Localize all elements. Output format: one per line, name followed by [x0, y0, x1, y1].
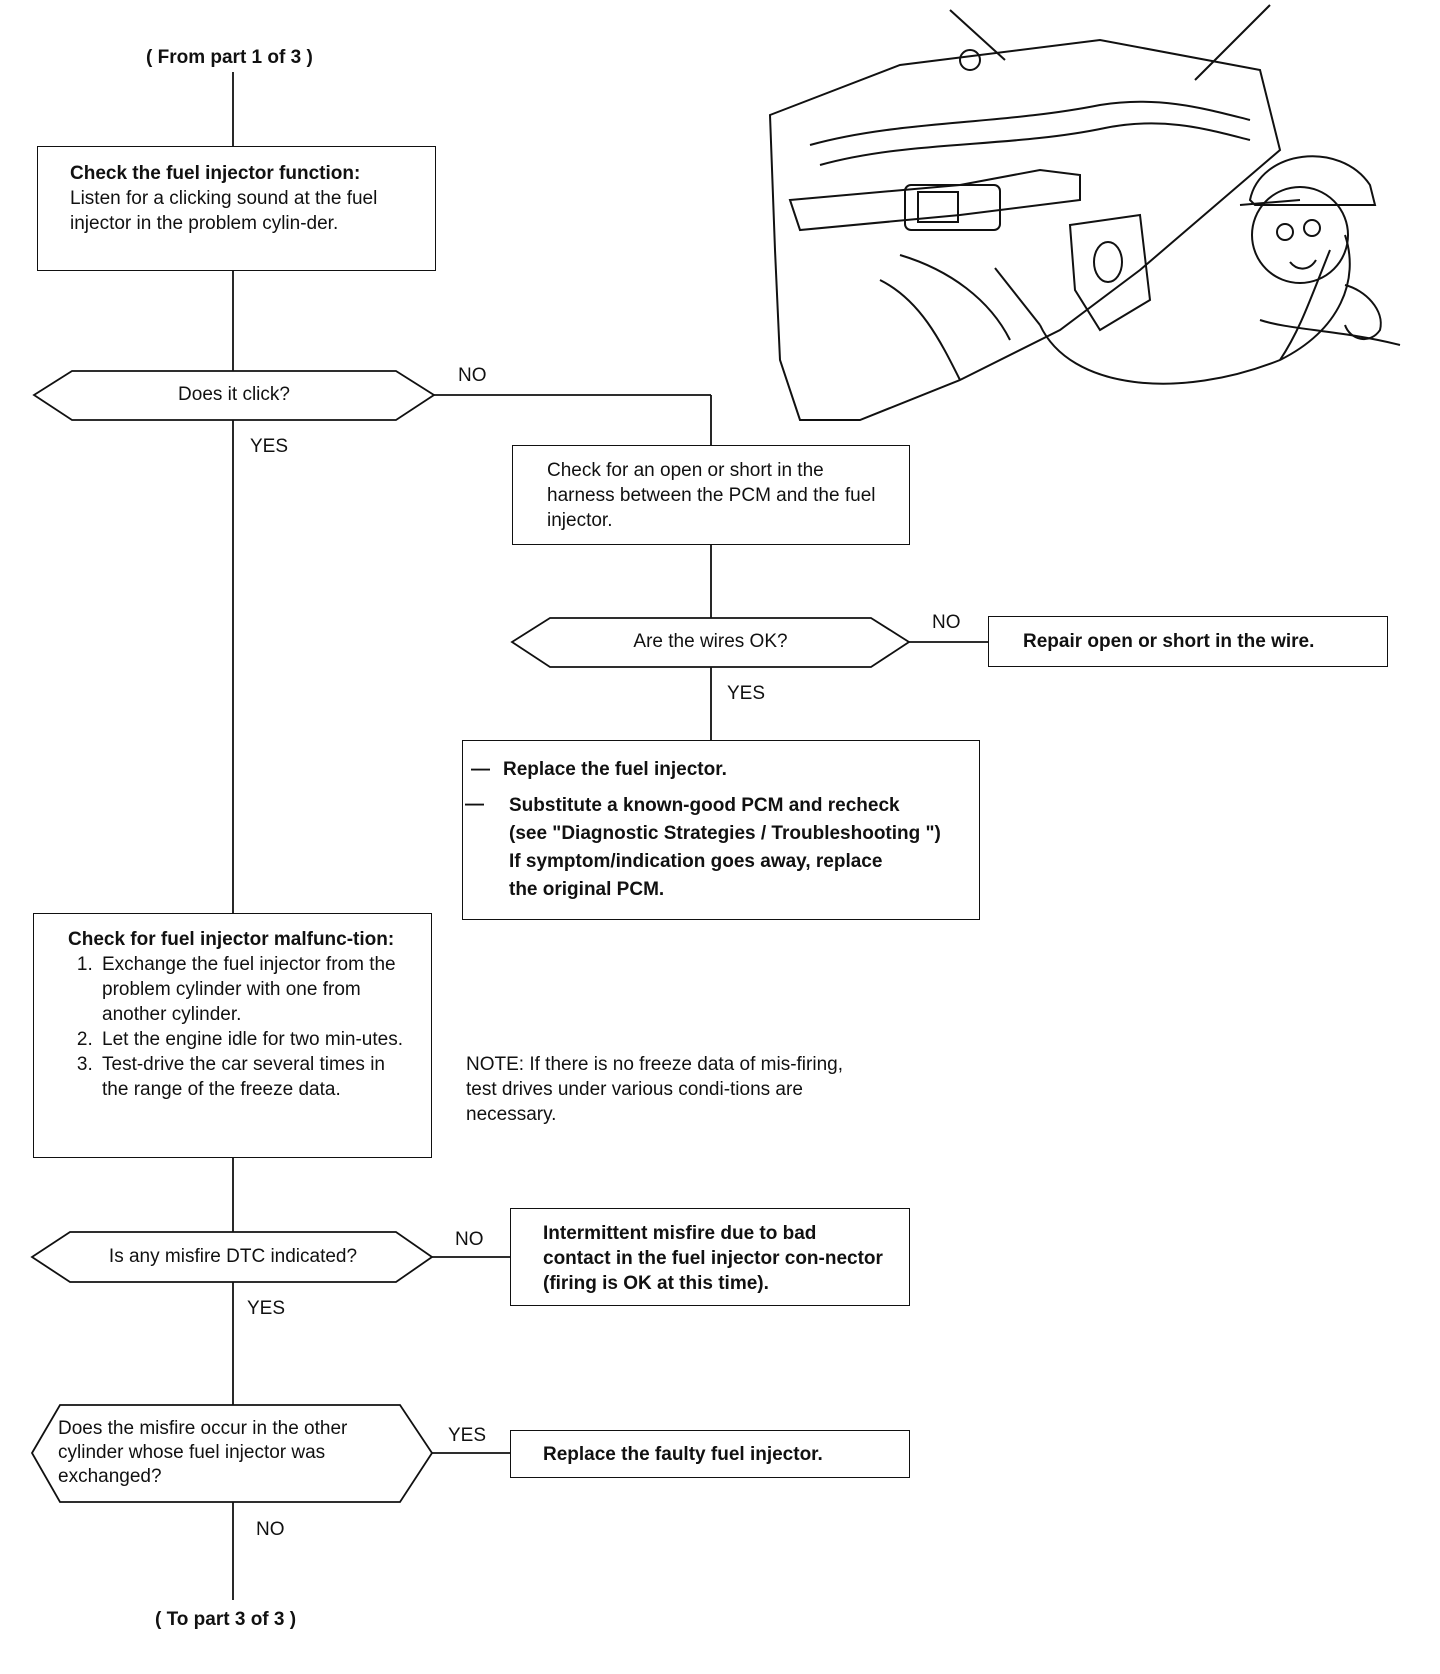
flow-connectors [232, 72, 988, 1600]
option-line: Substitute a known-good PCM and recheck [509, 795, 900, 816]
mechanic-cap [1248, 155, 1377, 206]
step-check-injector-function: Check the fuel injector function: Listen… [37, 146, 436, 271]
bracket-hole [1093, 241, 1123, 283]
freeze-data-note: NOTE: If there is no freeze data of mis-… [466, 1054, 843, 1125]
hose-upper [809, 100, 1251, 146]
option-line: (see "Diagnostic Strategies / Troublesho… [509, 823, 941, 844]
step-body: Check for an open or short in the harnes… [547, 460, 876, 531]
option-line: If symptom/indication goes away, replace [509, 851, 883, 872]
step-check-malfunction: Check for fuel injector malfunc-tion: Ex… [33, 913, 432, 1158]
branch-click-no: NO [458, 365, 487, 386]
list-item: Let the engine idle for two min-utes. [98, 1027, 405, 1052]
step-body: Repair open or short in the wire. [1023, 631, 1315, 652]
decision-label-dtc: Is any misfire DTC indicated? [108, 1246, 358, 1267]
list-item: Test-drive the car several times in the … [98, 1052, 405, 1102]
decision-label-other-cylinder: Does the misfire occur in the other cyli… [58, 1418, 348, 1487]
branch-click-yes: YES [250, 436, 289, 457]
branch-other-yes: YES [448, 1425, 487, 1446]
malfunction-steps-list: Exchange the fuel injector from the prob… [68, 952, 405, 1102]
technician-illustration [768, 4, 1401, 421]
step-title: Check the fuel injector function: [70, 163, 361, 184]
branch-other-no: NO [256, 1519, 285, 1540]
step-replace-or-substitute: — Replace the fuel injector. — Substitut… [462, 740, 980, 920]
decision-misfire-other [30, 1404, 434, 1503]
decision-misfire-dtc [30, 1231, 434, 1283]
option-line: the original PCM. [509, 879, 665, 900]
option-text: Replace the fuel injector. [503, 759, 727, 780]
list-item: Exchange the fuel injector from the prob… [98, 952, 405, 1027]
branch-dtc-no: NO [455, 1229, 484, 1250]
mechanic-eye-right [1303, 219, 1321, 237]
mechanic-mouth [1289, 259, 1317, 270]
decision-label-wires: Are the wires OK? [633, 631, 788, 652]
to-part-label: ( To part 3 of 3 ) [155, 1609, 297, 1630]
step-repair-wire: Repair open or short in the wire. [988, 616, 1388, 667]
injector-connector [917, 191, 959, 223]
engine-outline [768, 38, 1282, 421]
option-substitute-pcm: — Substitute a known-good PCM and rechec… [465, 792, 973, 904]
option-replace-injector: — Replace the fuel injector. [471, 757, 973, 782]
step-body: Intermittent misfire due to bad contact … [543, 1223, 883, 1294]
vertical-rod-2 [1194, 4, 1271, 81]
step-body: Replace the faulty fuel injector. [543, 1444, 823, 1465]
decision-wires-ok [510, 617, 911, 668]
dash-bullet: — [465, 794, 484, 815]
cap-brim [1239, 199, 1301, 206]
mechanic-hand [1344, 284, 1382, 340]
from-part-label: ( From part 1 of 3 ) [146, 47, 313, 68]
mechanic-shoulder [1259, 319, 1401, 346]
decision-does-it-click [32, 370, 436, 421]
step-body: Listen for a clicking sound at the fuel … [70, 188, 378, 234]
decision-label-click: Does it click? [178, 384, 290, 405]
step-replace-faulty-injector: Replace the faulty fuel injector. [510, 1430, 910, 1478]
hose-upper-inner [819, 122, 1251, 166]
branch-wires-no: NO [932, 612, 961, 633]
branch-wires-yes: YES [727, 683, 766, 704]
probe-rod [994, 267, 1041, 326]
step-title: Check for fuel injector malfunc-tion: [68, 929, 395, 950]
decision-shapes [30, 370, 911, 1503]
stethoscope-tube-2 [1279, 249, 1331, 361]
branch-dtc-yes: YES [247, 1298, 286, 1319]
vertical-rod [949, 9, 1006, 61]
fuel-injector [904, 184, 1001, 231]
mechanic-head [1251, 186, 1349, 284]
step-check-harness: Check for an open or short in the harnes… [512, 445, 910, 545]
step-intermittent-misfire: Intermittent misfire due to bad contact … [510, 1208, 910, 1306]
bracket [1068, 213, 1152, 332]
manifold-tube [879, 279, 961, 381]
fuel-rail [788, 168, 1081, 232]
bolt [959, 49, 981, 71]
mechanic-eye-left [1276, 223, 1294, 241]
manifold-tube-2 [899, 254, 1011, 341]
dash-bullet: — [471, 759, 490, 780]
